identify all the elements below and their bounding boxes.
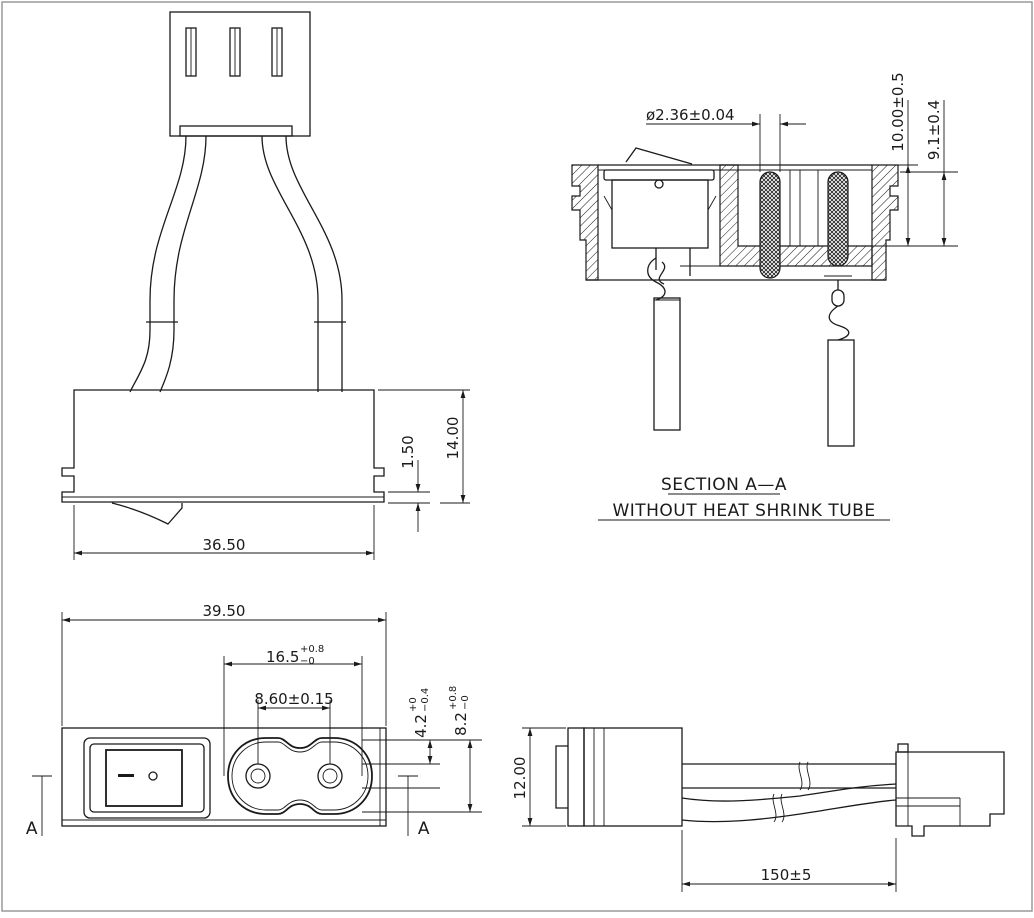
switch-body-outline xyxy=(61,389,385,503)
dim-8-2-tol-upper: +0.8 xyxy=(448,686,459,710)
power-off-symbol xyxy=(148,771,158,781)
dim-1-50: 1.50 xyxy=(399,435,417,468)
pin-right xyxy=(827,171,849,267)
switch-module xyxy=(611,179,709,249)
dim-4-2-tol-upper: +0 xyxy=(408,697,419,712)
dim-12-00: 12.00 xyxy=(511,757,529,800)
rocker-profile xyxy=(111,502,183,525)
section-lead-left xyxy=(647,257,681,431)
cable-upper xyxy=(682,761,896,791)
rocker-side xyxy=(555,745,568,809)
dim-39-50: 39.50 xyxy=(203,602,246,620)
dim-36-50: 36.50 xyxy=(203,536,246,554)
rocker-top xyxy=(603,169,715,181)
dim-16-5: 16.5 xyxy=(266,648,299,666)
front-view: 39.50 16.5 +0.8 −0 8.60±0.15 4.2 +0 −0.4… xyxy=(26,602,482,839)
wire-left xyxy=(129,135,207,393)
dim-9-1: 9.1±0.4 xyxy=(925,100,943,160)
connector-terminals xyxy=(185,27,283,77)
section-view-a-a: ø2.36±0.04 10.00±0.5 9.1±0.4 SECTION A—A… xyxy=(571,72,958,521)
dim-4-2-tol-lower: −0.4 xyxy=(420,688,431,712)
connector-lip xyxy=(179,125,293,137)
power-on-symbol xyxy=(118,774,134,777)
section-center-floor xyxy=(719,164,873,267)
dim-8-2: 8.2 xyxy=(452,712,470,736)
dim-150: 150±5 xyxy=(761,866,812,884)
section-marker-right: A xyxy=(418,819,430,839)
section-wall-left xyxy=(571,164,599,281)
section-subtitle: WITHOUT HEAT SHRINK TUBE xyxy=(612,501,875,521)
pin-left xyxy=(759,171,781,279)
flange xyxy=(567,727,585,827)
iec-c8-socket xyxy=(227,737,373,815)
rocker-bezel xyxy=(83,737,211,819)
dim-10-00: 10.00±0.5 xyxy=(889,72,907,151)
wire-right xyxy=(261,135,346,392)
dim-8-60: 8.60±0.15 xyxy=(254,690,333,708)
dim-16-5-tol-lower: −0 xyxy=(300,656,315,667)
dim-4-2: 4.2 xyxy=(412,714,430,738)
section-marker-left: A xyxy=(26,819,38,839)
cable-lower xyxy=(681,783,897,823)
dim-8-2-tol-lower: −0 xyxy=(460,695,471,710)
section-lead-right xyxy=(827,280,855,447)
body-side xyxy=(583,727,683,827)
socket-hole-right xyxy=(317,763,343,789)
dim-14-00: 14.00 xyxy=(444,417,462,460)
rocker-paddle xyxy=(625,147,693,165)
side-view-top-left: 36.50 1.50 14.00 xyxy=(61,11,470,560)
side-view-bottom-right: 12.00 150±5 xyxy=(511,727,1005,892)
dim-pin-diameter: ø2.36±0.04 xyxy=(646,106,735,124)
socket-hole-left xyxy=(245,763,271,789)
dim-16-5-tol-upper: +0.8 xyxy=(300,644,324,655)
rocker-face xyxy=(105,749,183,807)
section-title: SECTION A—A xyxy=(661,475,787,495)
section-wall-right xyxy=(871,164,899,281)
connector-side xyxy=(895,751,1005,837)
